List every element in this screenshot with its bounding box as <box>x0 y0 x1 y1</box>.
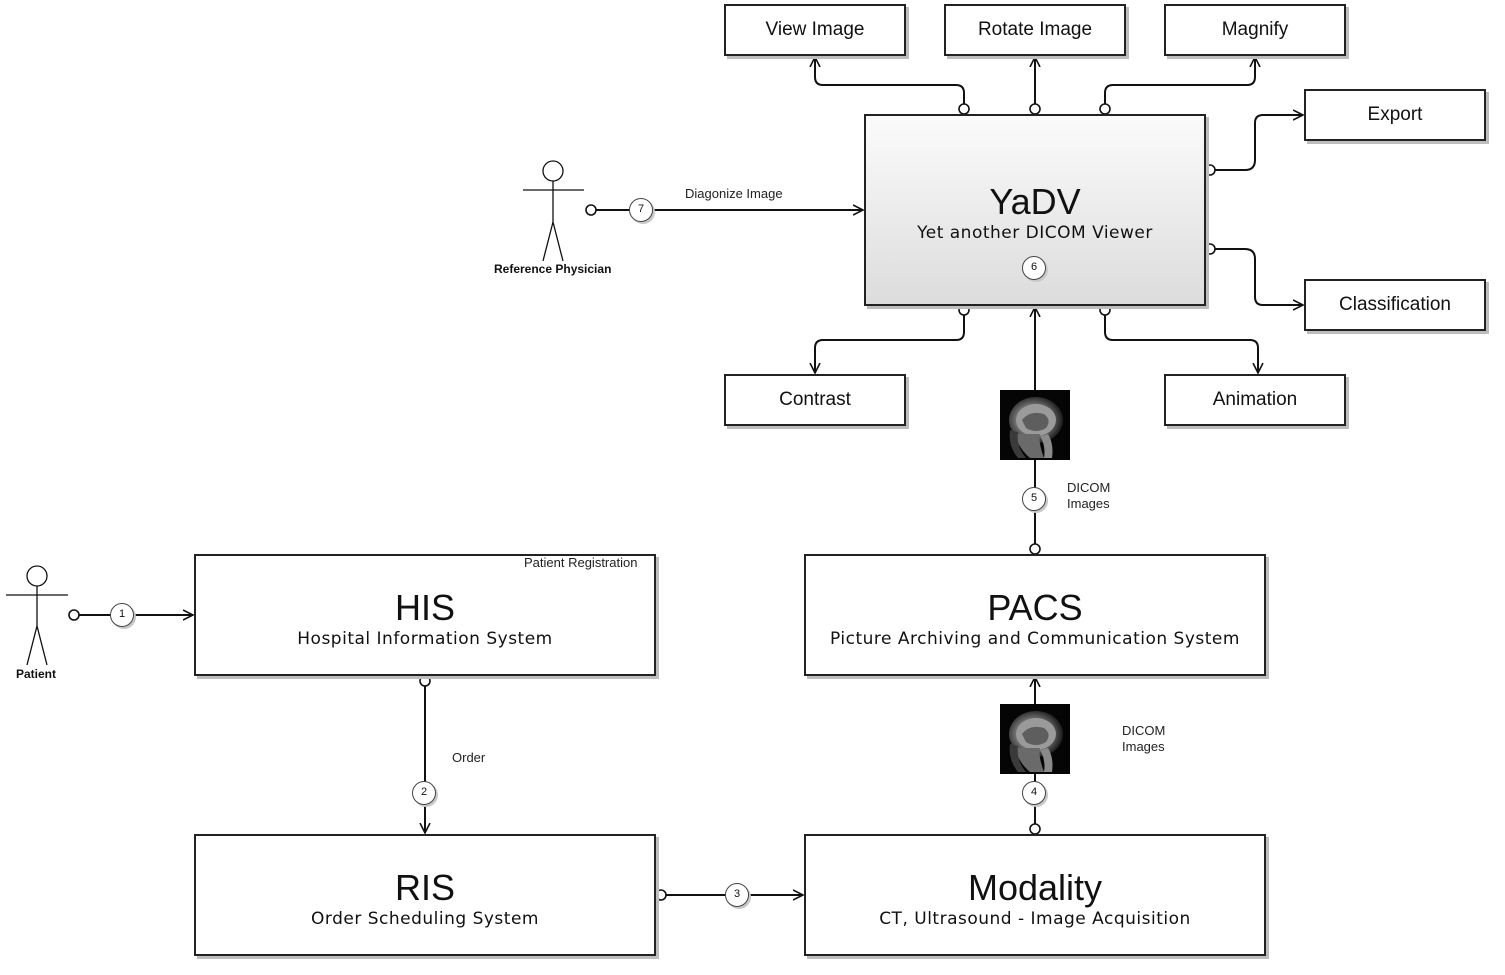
step-badge: 5 <box>1022 487 1046 511</box>
classification-node: Classification <box>1304 279 1486 331</box>
step-badge: 4 <box>1022 781 1046 805</box>
acquire-label-line1: DICOM <box>1122 723 1166 738</box>
archive-label: DICOM Images <box>1067 480 1110 512</box>
his-subtitle: Hospital Information System <box>297 629 553 649</box>
his-title: HIS <box>394 587 455 628</box>
ris-subtitle: Order Scheduling System <box>311 909 539 929</box>
diagnose-label: Diagonize Image <box>685 186 783 201</box>
rotate-image-label: Rotate Image <box>977 19 1093 40</box>
modality-node: Modality CT, Ultrasound - Image Acquisit… <box>804 834 1266 956</box>
classification-label: Classification <box>1339 294 1451 315</box>
edge-classification <box>1215 248 1303 305</box>
physician-label: Reference Physician <box>494 262 612 276</box>
ris-title: RIS <box>394 867 455 908</box>
mri-brain-icon <box>1000 704 1070 774</box>
ris-node: RIS Order Scheduling System <box>194 834 656 956</box>
yadv-subtitle: Yet another DICOM Viewer <box>917 223 1153 243</box>
acquire-label: DICOM Images <box>1122 723 1165 755</box>
magnify-node: Magnify <box>1164 4 1346 56</box>
edge-animation <box>1104 315 1258 373</box>
step-badge: 1 <box>110 603 134 627</box>
patient-figure-icon <box>6 565 68 666</box>
contrast-node: Contrast <box>724 374 906 426</box>
edge-view-image <box>815 57 965 104</box>
export-label: Export <box>1367 104 1423 125</box>
edge-magnify <box>1104 57 1255 104</box>
archive-label-line2: Images <box>1067 496 1110 511</box>
step-badge: 3 <box>725 883 749 907</box>
modality-subtitle: CT, Ultrasound - Image Acquisition <box>879 909 1191 929</box>
view-image-node: View Image <box>724 4 906 56</box>
order-label: Order <box>452 750 486 765</box>
archive-label-line1: DICOM <box>1067 480 1111 495</box>
pacs-subtitle: Picture Archiving and Communication Syst… <box>830 629 1240 649</box>
export-node: Export <box>1304 89 1486 141</box>
step-badge: 2 <box>412 781 436 805</box>
step-badge: 7 <box>629 198 653 222</box>
acquire-label-line2: Images <box>1122 739 1165 754</box>
his-corner-label: Patient Registration <box>524 555 638 570</box>
pacs-title: PACS <box>987 587 1083 628</box>
pacs-node: PACS Picture Archiving and Communication… <box>804 554 1266 676</box>
step-badge: 6 <box>1022 256 1046 280</box>
modality-title: Modality <box>967 867 1103 908</box>
yadv-title: YaDV <box>989 181 1081 222</box>
contrast-label: Contrast <box>779 389 851 410</box>
view-image-label: View Image <box>765 19 865 40</box>
port-circles <box>68 103 1216 901</box>
patient-label: Patient <box>16 667 57 681</box>
his-node: HIS Hospital Information System <box>194 554 656 676</box>
magnify-label: Magnify <box>1221 19 1289 40</box>
mri-brain-icon <box>1000 390 1070 460</box>
animation-label: Animation <box>1212 389 1298 410</box>
edge-export <box>1215 115 1303 171</box>
rotate-image-node: Rotate Image <box>944 4 1126 56</box>
edge-contrast <box>815 315 965 373</box>
animation-node: Animation <box>1164 374 1346 426</box>
physician-figure-icon <box>523 160 584 262</box>
